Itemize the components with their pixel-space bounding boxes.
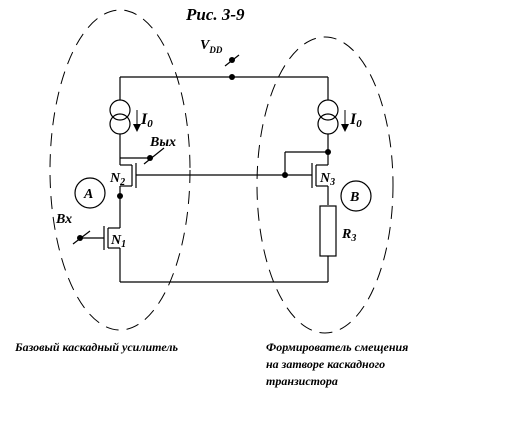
r3-resistor xyxy=(319,205,337,257)
output-node xyxy=(147,155,153,161)
caption-left: Базовый каскадный усилитель xyxy=(15,340,179,354)
output-pin xyxy=(143,147,165,165)
left-current-source-top-circle xyxy=(109,99,131,121)
caption-right-line1: Формирователь смещения xyxy=(266,340,409,354)
block-a-label: A xyxy=(83,187,93,202)
vdd-label: VDD xyxy=(200,38,223,55)
right-current-source-bottom-circle xyxy=(317,113,339,135)
block-a-circle xyxy=(74,177,106,209)
right-current-label: I0 xyxy=(349,111,362,130)
vdd-terminal xyxy=(229,57,235,63)
input-label: Вх xyxy=(55,212,72,227)
left-current-source-bottom-circle xyxy=(109,113,131,135)
n1-label: N1 xyxy=(110,233,126,250)
input-pin xyxy=(72,230,91,245)
caption-right-line2: на затворе каскадного xyxy=(266,357,386,371)
region-b-boundary xyxy=(256,36,394,334)
region-a-boundary xyxy=(49,9,191,331)
left-current-arrow-icon xyxy=(133,124,141,132)
r3-label: R3 xyxy=(341,227,356,244)
block-b-label: B xyxy=(349,190,359,205)
n2-label: N2 xyxy=(109,171,125,188)
caption-right-line3: транзистора xyxy=(266,374,338,388)
block-b-circle xyxy=(340,180,372,212)
figure-title: Рис. 3-9 xyxy=(185,5,245,24)
output-label: Вых xyxy=(149,135,176,150)
vdd-node xyxy=(229,74,235,80)
right-current-source-top-circle xyxy=(317,99,339,121)
left-current-label: I0 xyxy=(140,111,153,130)
right-current-arrow-icon xyxy=(341,124,349,132)
n3-label: N3 xyxy=(319,171,335,188)
